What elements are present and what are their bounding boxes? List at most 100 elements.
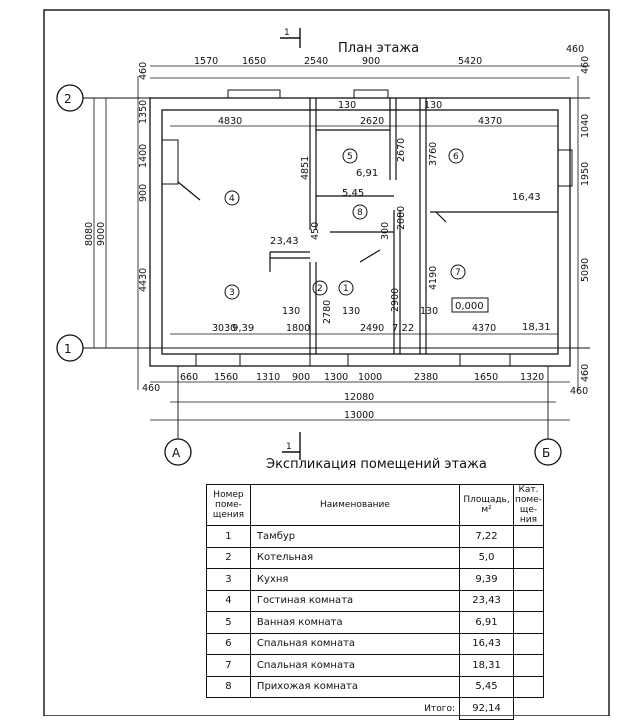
dim-bottom-7: 2380 xyxy=(414,372,438,383)
room-marker-3: 3 xyxy=(224,284,240,300)
dim-left-1: 1350 xyxy=(138,100,149,124)
dim-top-6: 460 xyxy=(566,44,584,55)
explication-section-mark: 1 xyxy=(282,432,301,460)
dim-inner-4830: 4830 xyxy=(218,116,242,127)
dim-overall-9000: 9000 xyxy=(96,222,107,246)
svg-text:1: 1 xyxy=(343,284,349,294)
room-area-8: 5,45 xyxy=(342,188,364,199)
dim-bottom-2: 1560 xyxy=(214,372,238,383)
room-marker-7: 7 xyxy=(450,264,466,280)
dim-left-6: 460 xyxy=(142,383,160,394)
dim-left-5: 460 xyxy=(138,62,149,80)
svg-text:Б: Б xyxy=(542,446,550,460)
dim-inner-130-e: 130 xyxy=(420,306,438,317)
dim-right-5: 460 xyxy=(570,386,588,397)
axis-marker-b: Б xyxy=(534,438,562,466)
header-name: Наименование xyxy=(249,484,461,526)
level-mark: 0,000 xyxy=(451,297,489,313)
dim-inner-4190: 4190 xyxy=(428,266,439,290)
dim-inner-300: 300 xyxy=(380,222,391,240)
dim-bottom-total-2: 13000 xyxy=(344,410,374,421)
axis-marker-1: 1 xyxy=(56,334,84,362)
svg-text:2: 2 xyxy=(317,284,323,294)
dim-inner-2620: 2620 xyxy=(360,116,384,127)
dim-bottom-1: 660 xyxy=(180,372,198,383)
dim-inner-3030: 3030 xyxy=(212,323,236,334)
svg-text:7: 7 xyxy=(455,268,461,278)
total-label: Итого: xyxy=(424,703,456,714)
dim-left-4: 4430 xyxy=(138,268,149,292)
dim-right-3: 5090 xyxy=(580,258,591,282)
interior-walls xyxy=(177,98,558,354)
plan-title: План этажа xyxy=(338,41,419,56)
dim-top-4: 900 xyxy=(362,56,380,67)
dim-top-5: 5420 xyxy=(458,56,482,67)
dim-inner-4370-top: 4370 xyxy=(478,116,502,127)
dim-inner-2670: 2670 xyxy=(396,138,407,162)
room-marker-8: 8 xyxy=(352,204,368,220)
plan-section-mark: 1 xyxy=(280,28,301,48)
room-marker-5: 5 xyxy=(342,148,358,164)
room-area-4: 23,43 xyxy=(270,236,299,247)
dim-inner-2780: 2780 xyxy=(322,300,333,324)
axis-marker-a: А xyxy=(164,438,192,466)
svg-text:5: 5 xyxy=(347,152,353,162)
dim-inner-3760: 3760 xyxy=(428,142,439,166)
svg-text:3: 3 xyxy=(229,288,235,298)
dim-bottom-4: 900 xyxy=(292,372,310,383)
dim-inner-2080: 2080 xyxy=(396,206,407,230)
dim-top-7: 460 xyxy=(580,56,591,74)
room-marker-1: 1 xyxy=(338,280,354,296)
svg-text:А: А xyxy=(172,446,181,460)
dim-inner-130-a: 130 xyxy=(338,100,356,111)
dim-inner-4370-bottom: 4370 xyxy=(472,323,496,334)
dim-bottom-5: 1300 xyxy=(324,372,348,383)
room-area-7: 18,31 xyxy=(522,322,551,333)
svg-text:4: 4 xyxy=(229,194,235,204)
dim-right-2: 1950 xyxy=(580,162,591,186)
dim-top-3: 2540 xyxy=(304,56,328,67)
dimension-lines xyxy=(93,65,590,421)
dim-inner-130-d: 130 xyxy=(342,306,360,317)
room-area-3: 9,39 xyxy=(232,323,254,334)
room-area-5: 6,91 xyxy=(356,168,378,179)
svg-text:6: 6 xyxy=(453,152,459,162)
dim-inner-1800: 1800 xyxy=(286,323,310,334)
dim-bottom-8: 1650 xyxy=(474,372,498,383)
svg-text:2: 2 xyxy=(64,92,72,106)
dim-overall-8080: 8080 xyxy=(84,222,95,246)
dim-left-2: 1400 xyxy=(138,144,149,168)
axis-lines xyxy=(82,97,590,440)
svg-text:1: 1 xyxy=(64,342,72,356)
dim-inner-450: 450 xyxy=(310,222,321,240)
svg-text:1: 1 xyxy=(284,28,290,38)
dim-right-1: 1040 xyxy=(580,114,591,138)
total-row: Итого: 92,14 xyxy=(207,697,544,720)
dim-inner-130-b: 130 xyxy=(424,100,442,111)
room-marker-2: 2 xyxy=(312,280,328,296)
dim-bottom-6: 1000 xyxy=(358,372,382,383)
axis-marker-2: 2 xyxy=(56,84,84,112)
dim-right-4: 460 xyxy=(580,364,591,382)
dim-left-3: 900 xyxy=(138,184,149,202)
svg-text:0,000: 0,000 xyxy=(455,301,484,312)
dim-bottom-3: 1310 xyxy=(256,372,280,383)
room-area-1: 7,22 xyxy=(392,323,414,334)
header-area: Площадь,м² xyxy=(459,484,514,526)
svg-text:1: 1 xyxy=(286,442,292,452)
room-area-6: 16,43 xyxy=(512,192,541,203)
svg-text:8: 8 xyxy=(357,208,363,218)
